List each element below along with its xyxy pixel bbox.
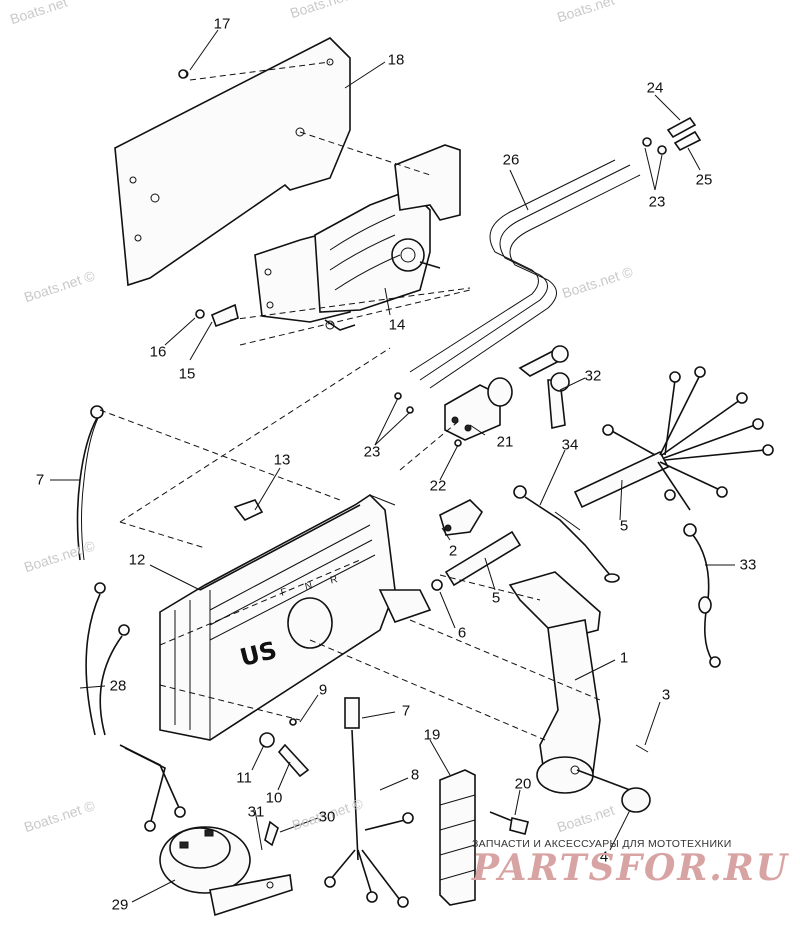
part-32-keys <box>518 345 570 429</box>
callout-5: 5 <box>491 589 501 607</box>
assembly-lines <box>99 61 601 741</box>
callout-25: 25 <box>695 171 713 189</box>
callout-31: 31 <box>247 803 265 821</box>
callout-33: 33 <box>739 556 757 574</box>
callout-13: 13 <box>273 451 291 469</box>
part-20-screw <box>489 811 529 835</box>
callout-30: 30 <box>318 808 336 826</box>
small-fasteners <box>178 69 702 847</box>
callout-7: 7 <box>35 471 45 489</box>
callout-23: 23 <box>648 193 666 211</box>
callout-12: 12 <box>128 551 146 569</box>
callout-4: 4 <box>599 848 609 866</box>
part-18-cover-plate <box>114 37 351 287</box>
part-19-terminal-block <box>439 769 476 906</box>
callout-6: 6 <box>457 624 467 642</box>
callout-23: 23 <box>363 443 381 461</box>
part-1-control-handle <box>508 571 651 813</box>
callout-32: 32 <box>584 367 602 385</box>
callout-8: 8 <box>410 766 420 784</box>
callout-26: 26 <box>502 151 520 169</box>
callout-15: 15 <box>178 365 196 383</box>
callout-9: 9 <box>318 681 328 699</box>
part-5-wire-bundle <box>602 366 774 511</box>
callout-20: 20 <box>514 775 532 793</box>
callout-14: 14 <box>388 316 406 334</box>
part-2-switch <box>439 499 484 536</box>
callout-29: 29 <box>111 896 129 914</box>
callout-7: 7 <box>401 702 411 720</box>
callout-5: 5 <box>619 517 629 535</box>
brand-tagline: ЗАПЧАСТИ И АКСЕССУАРЫ ДЛЯ МОТОТЕХНИКИ <box>472 838 732 850</box>
callout-11: 11 <box>236 769 252 787</box>
brand-logo: PARTSFOR.RU <box>472 847 790 889</box>
brand-watermark: ЗАПЧАСТИ И АКСЕССУАРЫ ДЛЯ МОТОТЕХНИКИ PA… <box>472 838 800 886</box>
callout-17: 17 <box>213 15 231 33</box>
part-5-sleeves <box>444 450 670 587</box>
callout-18: 18 <box>387 51 405 69</box>
part-21-ignition-switch <box>444 377 513 441</box>
callout-19: 19 <box>423 726 441 744</box>
part-12-control-housing <box>159 493 432 741</box>
part-29-horn <box>159 826 293 917</box>
callout-28: 28 <box>109 677 127 695</box>
callout-34: 34 <box>561 436 579 454</box>
callout-3: 3 <box>661 686 671 704</box>
part-33-wire <box>683 523 721 668</box>
callout-22: 22 <box>429 477 447 495</box>
part-34-lanyard <box>513 485 620 583</box>
callout-24: 24 <box>646 79 664 97</box>
callout-10: 10 <box>265 789 283 807</box>
leader-lines <box>50 29 735 903</box>
part-26-cables <box>409 159 641 389</box>
callout-21: 21 <box>496 433 514 451</box>
callout-2: 2 <box>448 542 458 560</box>
part-28-wire <box>85 582 186 832</box>
callout-1: 1 <box>619 649 629 667</box>
part-8-harness <box>324 697 414 908</box>
callout-16: 16 <box>149 343 167 361</box>
